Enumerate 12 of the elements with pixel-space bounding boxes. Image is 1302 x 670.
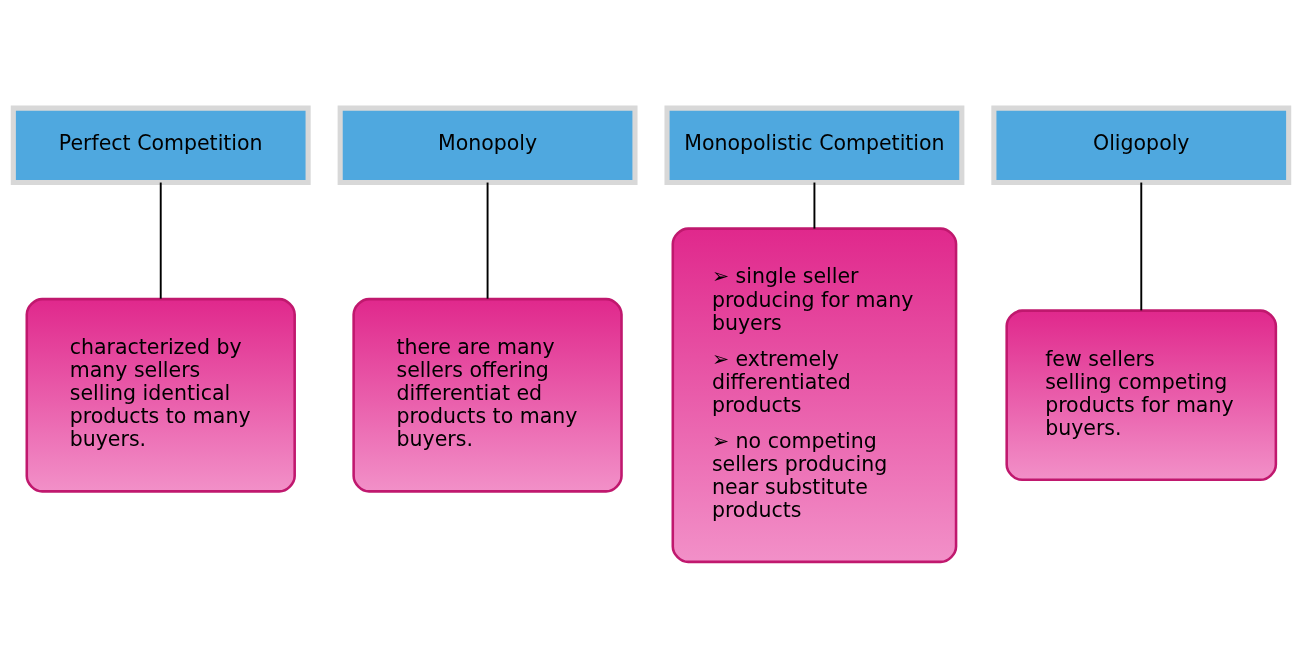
node-box: Monopolistic Competition <box>664 105 965 186</box>
connector <box>486 181 489 300</box>
node-box: Perfect Competition <box>10 105 311 186</box>
connector <box>159 181 162 300</box>
node-box: Monopoly <box>337 105 638 186</box>
node-box: few sellers selling competing products for many buyers. <box>1005 309 1278 482</box>
node-box: there are many sellers offering differentiat ed products to many buyers. <box>352 297 623 493</box>
connector <box>813 181 816 230</box>
node-box: ➢ single seller producing for many buyers ➢ extremely differentiated products ➢ no competing sellers producing near substitute products <box>671 227 958 564</box>
node-box: Oligopoly <box>991 105 1292 186</box>
connector <box>1140 181 1143 312</box>
node-box: characterized by many sellers selling identical products to many buyers. <box>25 297 296 493</box>
